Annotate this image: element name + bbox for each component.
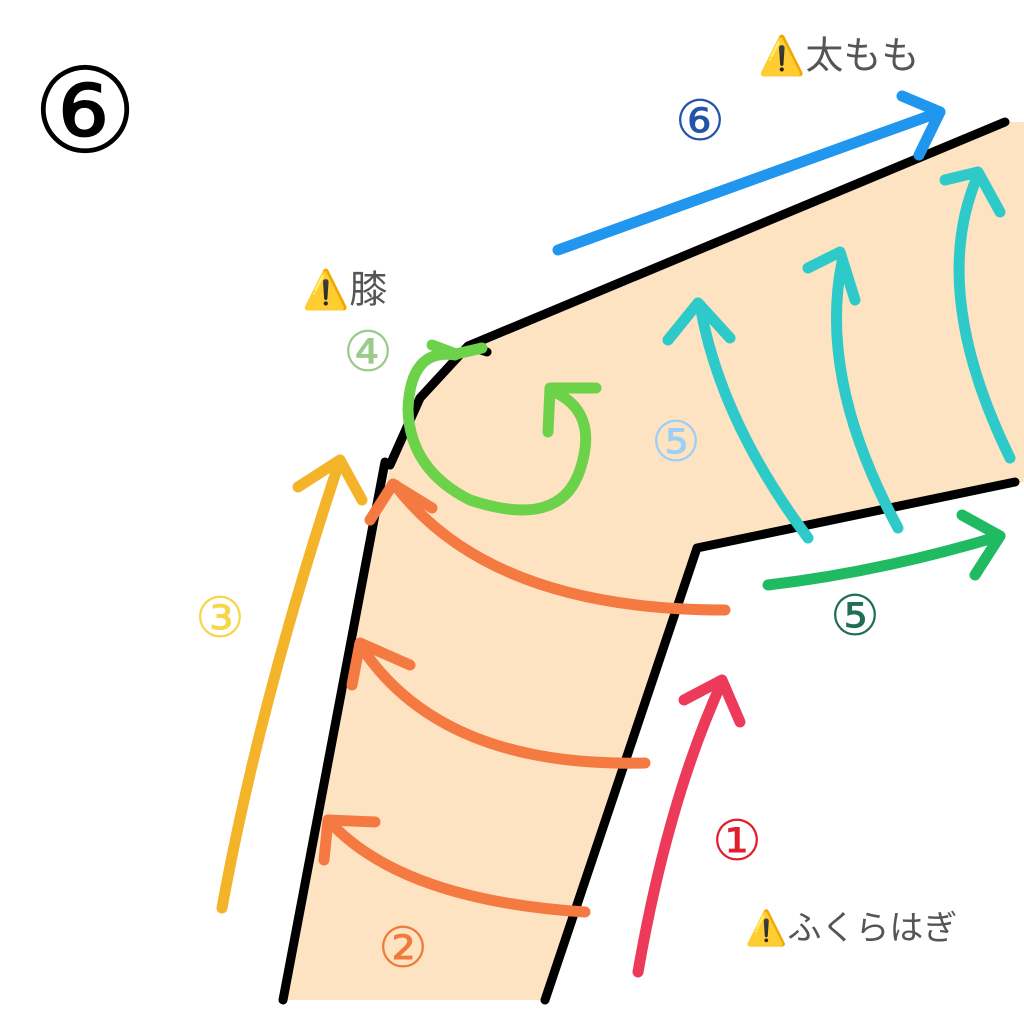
calf-warning-label: ⚠️ふくらはぎ (745, 909, 957, 949)
leg-outline-front (540, 477, 1020, 1005)
step5-under-arrow (762, 509, 1006, 591)
label-step1: ① (712, 809, 762, 874)
step6-arrow (552, 90, 946, 256)
label-step3: ③ (195, 586, 245, 651)
step3-arrow (216, 454, 368, 914)
step-badge: ⑥ (32, 42, 138, 180)
label-step6: ⑥ (675, 89, 725, 154)
step1-arrow (632, 674, 746, 978)
knee-warning-label: ⚠️膝 (302, 268, 387, 312)
step2-arrows (318, 478, 731, 918)
thigh-warning-label: ⚠️太もも (758, 34, 919, 78)
label-step5-under: ⑤ (830, 584, 880, 649)
step4-knee-arrows (402, 339, 602, 516)
label-step5-thigh: ⑤ (651, 410, 701, 475)
step5-thigh-arrows (662, 166, 1016, 544)
label-step2: ② (378, 916, 428, 981)
label-step4: ④ (343, 320, 393, 385)
